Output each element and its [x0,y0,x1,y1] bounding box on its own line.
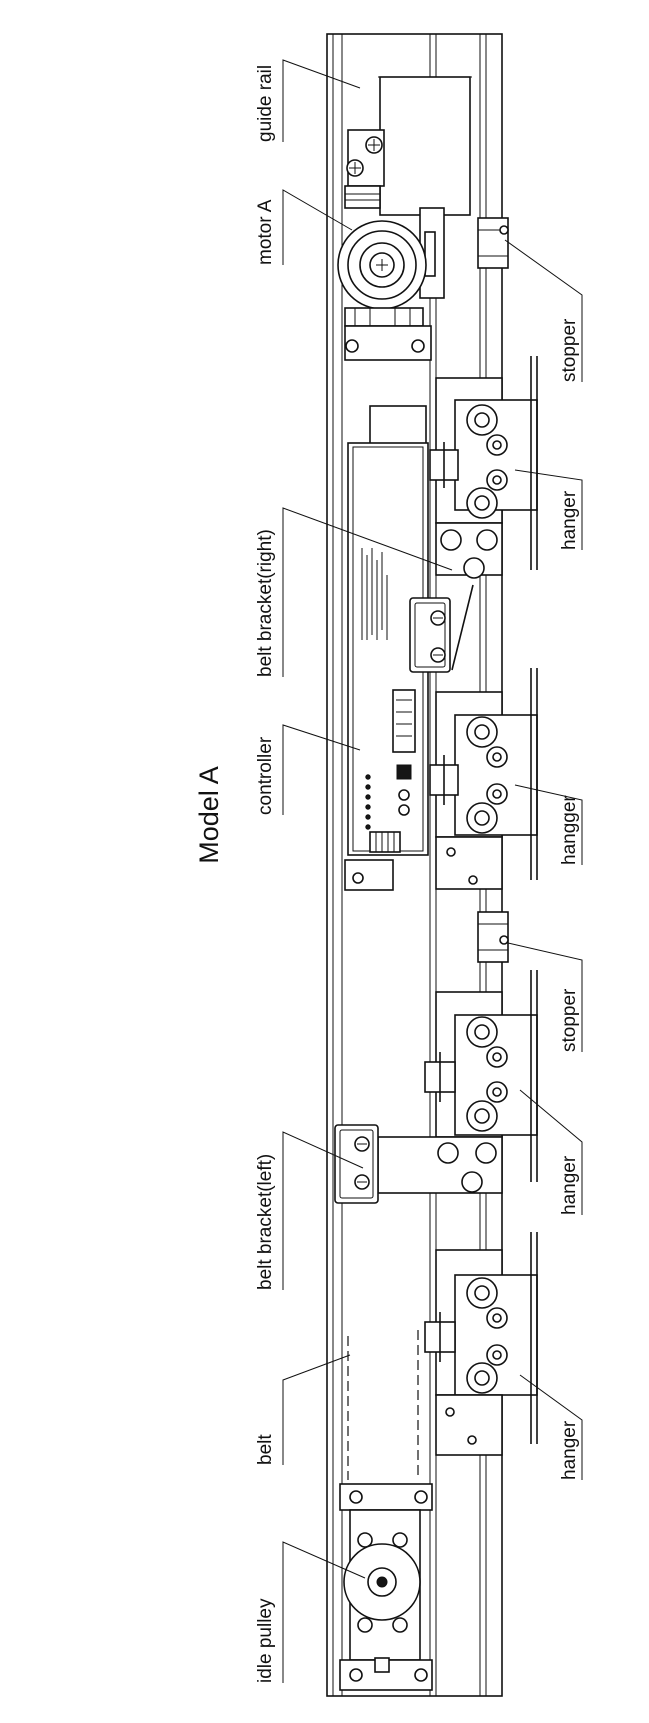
hanger-3 [424,970,538,1182]
label-belt-bracket-right: belt bracket(right) [255,529,276,677]
idle-pulley [339,1483,433,1691]
hanger-1 [429,356,538,579]
hanger-2 [429,668,538,890]
stopper-1 [477,217,509,269]
label-guide-rail: guide rail [255,65,276,142]
label-belt-bracket-left: belt bracket(left) [255,1154,276,1290]
belt [347,1330,419,1480]
label-hanger-3: hanger [559,1155,580,1215]
label-hanger-1: hanger [559,490,580,550]
leader-lines [282,59,583,1683]
label-motor-a: motor A [255,199,276,265]
label-hanger-4: hanger [559,1420,580,1480]
label-controller: controller [255,736,276,815]
stopper-2 [477,911,509,963]
label-stopper-2: stopper [559,988,580,1052]
controller-text-block [361,548,388,640]
motor-a [337,76,472,361]
belt-bracket-left [334,1124,503,1204]
label-idle-pulley: idle pulley [255,1598,276,1683]
controller [344,405,429,891]
label-stopper-1: stopper [559,318,580,382]
belt-bracket-right [409,584,474,673]
label-belt: belt [255,1434,276,1465]
part-labels: guide rail motor A belt bracket(right) c… [255,65,580,1683]
controller-terminal-pins [365,774,371,830]
label-hangger-2: hangger [559,795,580,865]
diagram-title: Model A [194,766,224,864]
hanger-4 [424,1232,538,1456]
